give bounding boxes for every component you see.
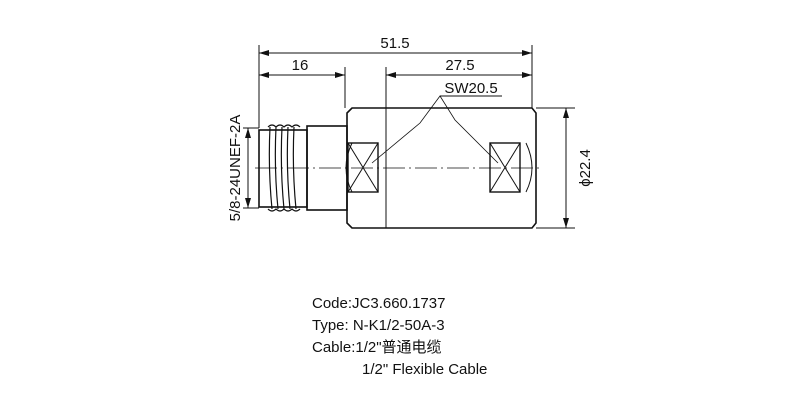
thread-spec-label: 5/8-24UNEF-2A	[227, 115, 244, 222]
cable-type-cn: Cable:1/2"普通电缆	[312, 339, 442, 356]
wrench-size-label: SW20.5	[444, 80, 497, 97]
diameter-label: ϕ22.4	[577, 149, 594, 187]
product-code: Code:JC3.660.1737	[312, 295, 446, 312]
product-info-block: Code:JC3.660.1737 Type: N-K1/2-50A-3 Cab…	[312, 293, 487, 381]
right-wrench-flat	[489, 142, 521, 193]
body-length-label: 27.5	[445, 57, 474, 74]
overall-length-label: 51.5	[380, 35, 409, 52]
product-type: Type: N-K1/2-50A-3	[312, 317, 445, 334]
left-wrench-flat	[347, 142, 379, 193]
thread-length-label: 16	[292, 57, 309, 74]
thread-section	[258, 129, 308, 208]
cable-type-en: 1/2" Flexible Cable	[362, 361, 488, 378]
